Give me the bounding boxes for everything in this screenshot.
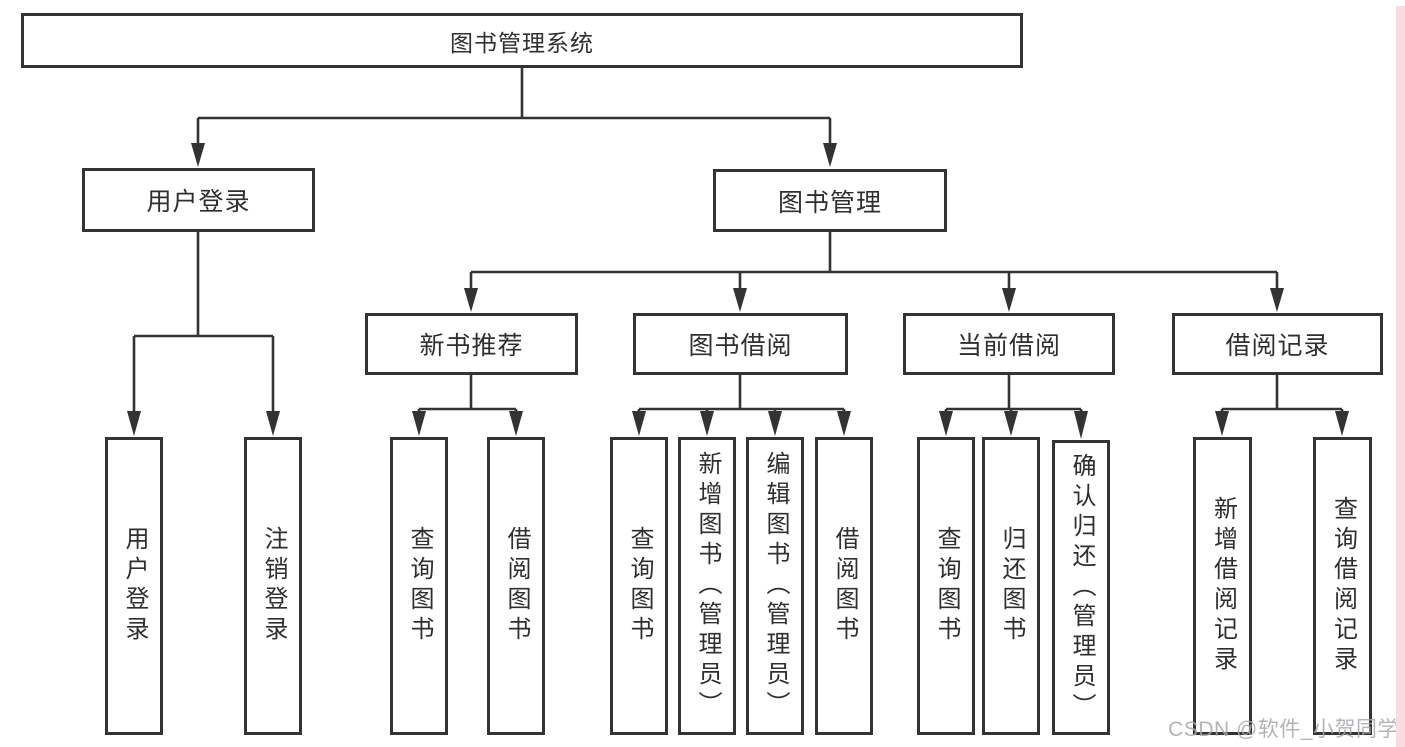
arrow-down-icon <box>768 411 782 436</box>
node-label: 查询借阅记录 <box>1329 496 1357 676</box>
node-label: 新增借阅记录 <box>1209 496 1237 676</box>
node-current-borrowing: 当前借阅 <box>903 313 1115 375</box>
node-borrow-records: 借阅记录 <box>1172 313 1383 375</box>
leaf-edit-book-admin: 编辑图书（管理员） <box>746 437 804 735</box>
leaf-borrow-books-recommend: 借阅图书 <box>487 437 545 735</box>
arrow-down-icon <box>266 411 280 436</box>
node-label: 注销登录 <box>260 526 287 646</box>
node-label: 查询图书 <box>933 526 960 646</box>
leaf-query-books-borrowing: 查询图书 <box>610 437 668 735</box>
node-label: 借阅记录 <box>1225 332 1330 360</box>
connector-line <box>132 232 275 412</box>
node-label: 借阅图书 <box>503 526 530 646</box>
arrow-down-icon <box>1002 288 1016 312</box>
arrow-down-icon <box>939 411 953 436</box>
leaf-query-books-current: 查询图书 <box>917 437 975 735</box>
node-book-borrowing: 图书借阅 <box>633 313 848 375</box>
node-label: 用户登录 <box>146 188 251 216</box>
arrow-down-icon <box>1270 288 1284 312</box>
leaf-user-login: 用户登录 <box>105 437 163 735</box>
node-label: 图书借阅 <box>688 332 793 360</box>
leaf-borrow-books-borrowing: 借阅图书 <box>815 437 873 735</box>
node-label: 查询图书 <box>626 526 653 646</box>
node-label: 归还图书 <box>998 526 1025 646</box>
connector-line <box>469 232 1279 290</box>
arrow-down-icon <box>1074 411 1088 439</box>
arrow-down-icon <box>191 143 205 167</box>
watermark-text: CSDN @软件_小贺同学 <box>1168 718 1399 741</box>
arrow-down-icon <box>700 411 714 436</box>
leaf-return-books: 归还图书 <box>982 437 1040 735</box>
node-label: 确认归还（管理员） <box>1068 452 1095 723</box>
arrow-down-icon <box>837 411 851 436</box>
node-book-management-system: 图书管理系统 <box>21 13 1023 68</box>
arrow-down-icon <box>127 411 141 436</box>
leaf-query-borrow-record: 查询借阅记录 <box>1313 437 1372 735</box>
node-user-login: 用户登录 <box>82 168 315 232</box>
node-book-management: 图书管理 <box>713 169 947 232</box>
arrow-down-icon <box>1215 411 1229 436</box>
leaf-add-borrow-record: 新增借阅记录 <box>1193 437 1252 735</box>
arrow-down-icon <box>733 288 747 312</box>
node-new-book-recommend: 新书推荐 <box>365 313 578 375</box>
leaf-confirm-return-admin: 确认归还（管理员） <box>1052 440 1110 735</box>
node-label: 查询图书 <box>406 526 433 646</box>
node-label: 新增图书（管理员） <box>694 451 721 721</box>
leaf-query-books-recommend: 查询图书 <box>390 437 448 735</box>
node-label: 借阅图书 <box>831 526 858 646</box>
arrow-down-icon <box>823 143 837 167</box>
connector-line <box>196 68 832 144</box>
connector-line <box>944 375 1083 413</box>
node-label: 图书管理 <box>777 188 882 217</box>
arrow-down-icon <box>412 411 426 436</box>
connector-line <box>1220 375 1344 413</box>
arrow-down-icon <box>509 411 523 436</box>
watermark-strip <box>1396 6 1405 747</box>
arrow-down-icon <box>1004 411 1018 436</box>
connector-line <box>417 375 518 413</box>
leaf-logout: 注销登录 <box>244 437 302 735</box>
node-label: 当前借阅 <box>956 332 1061 360</box>
arrow-down-icon <box>464 288 478 312</box>
connector-line <box>637 375 846 413</box>
node-label: 新书推荐 <box>419 332 524 360</box>
node-label: 用户登录 <box>121 526 148 646</box>
node-label: 图书管理系统 <box>450 29 594 56</box>
arrow-down-icon <box>632 411 646 436</box>
node-label: 编辑图书（管理员） <box>762 451 789 721</box>
arrow-down-icon <box>1335 411 1349 436</box>
leaf-add-book-admin: 新增图书（管理员） <box>678 437 736 735</box>
